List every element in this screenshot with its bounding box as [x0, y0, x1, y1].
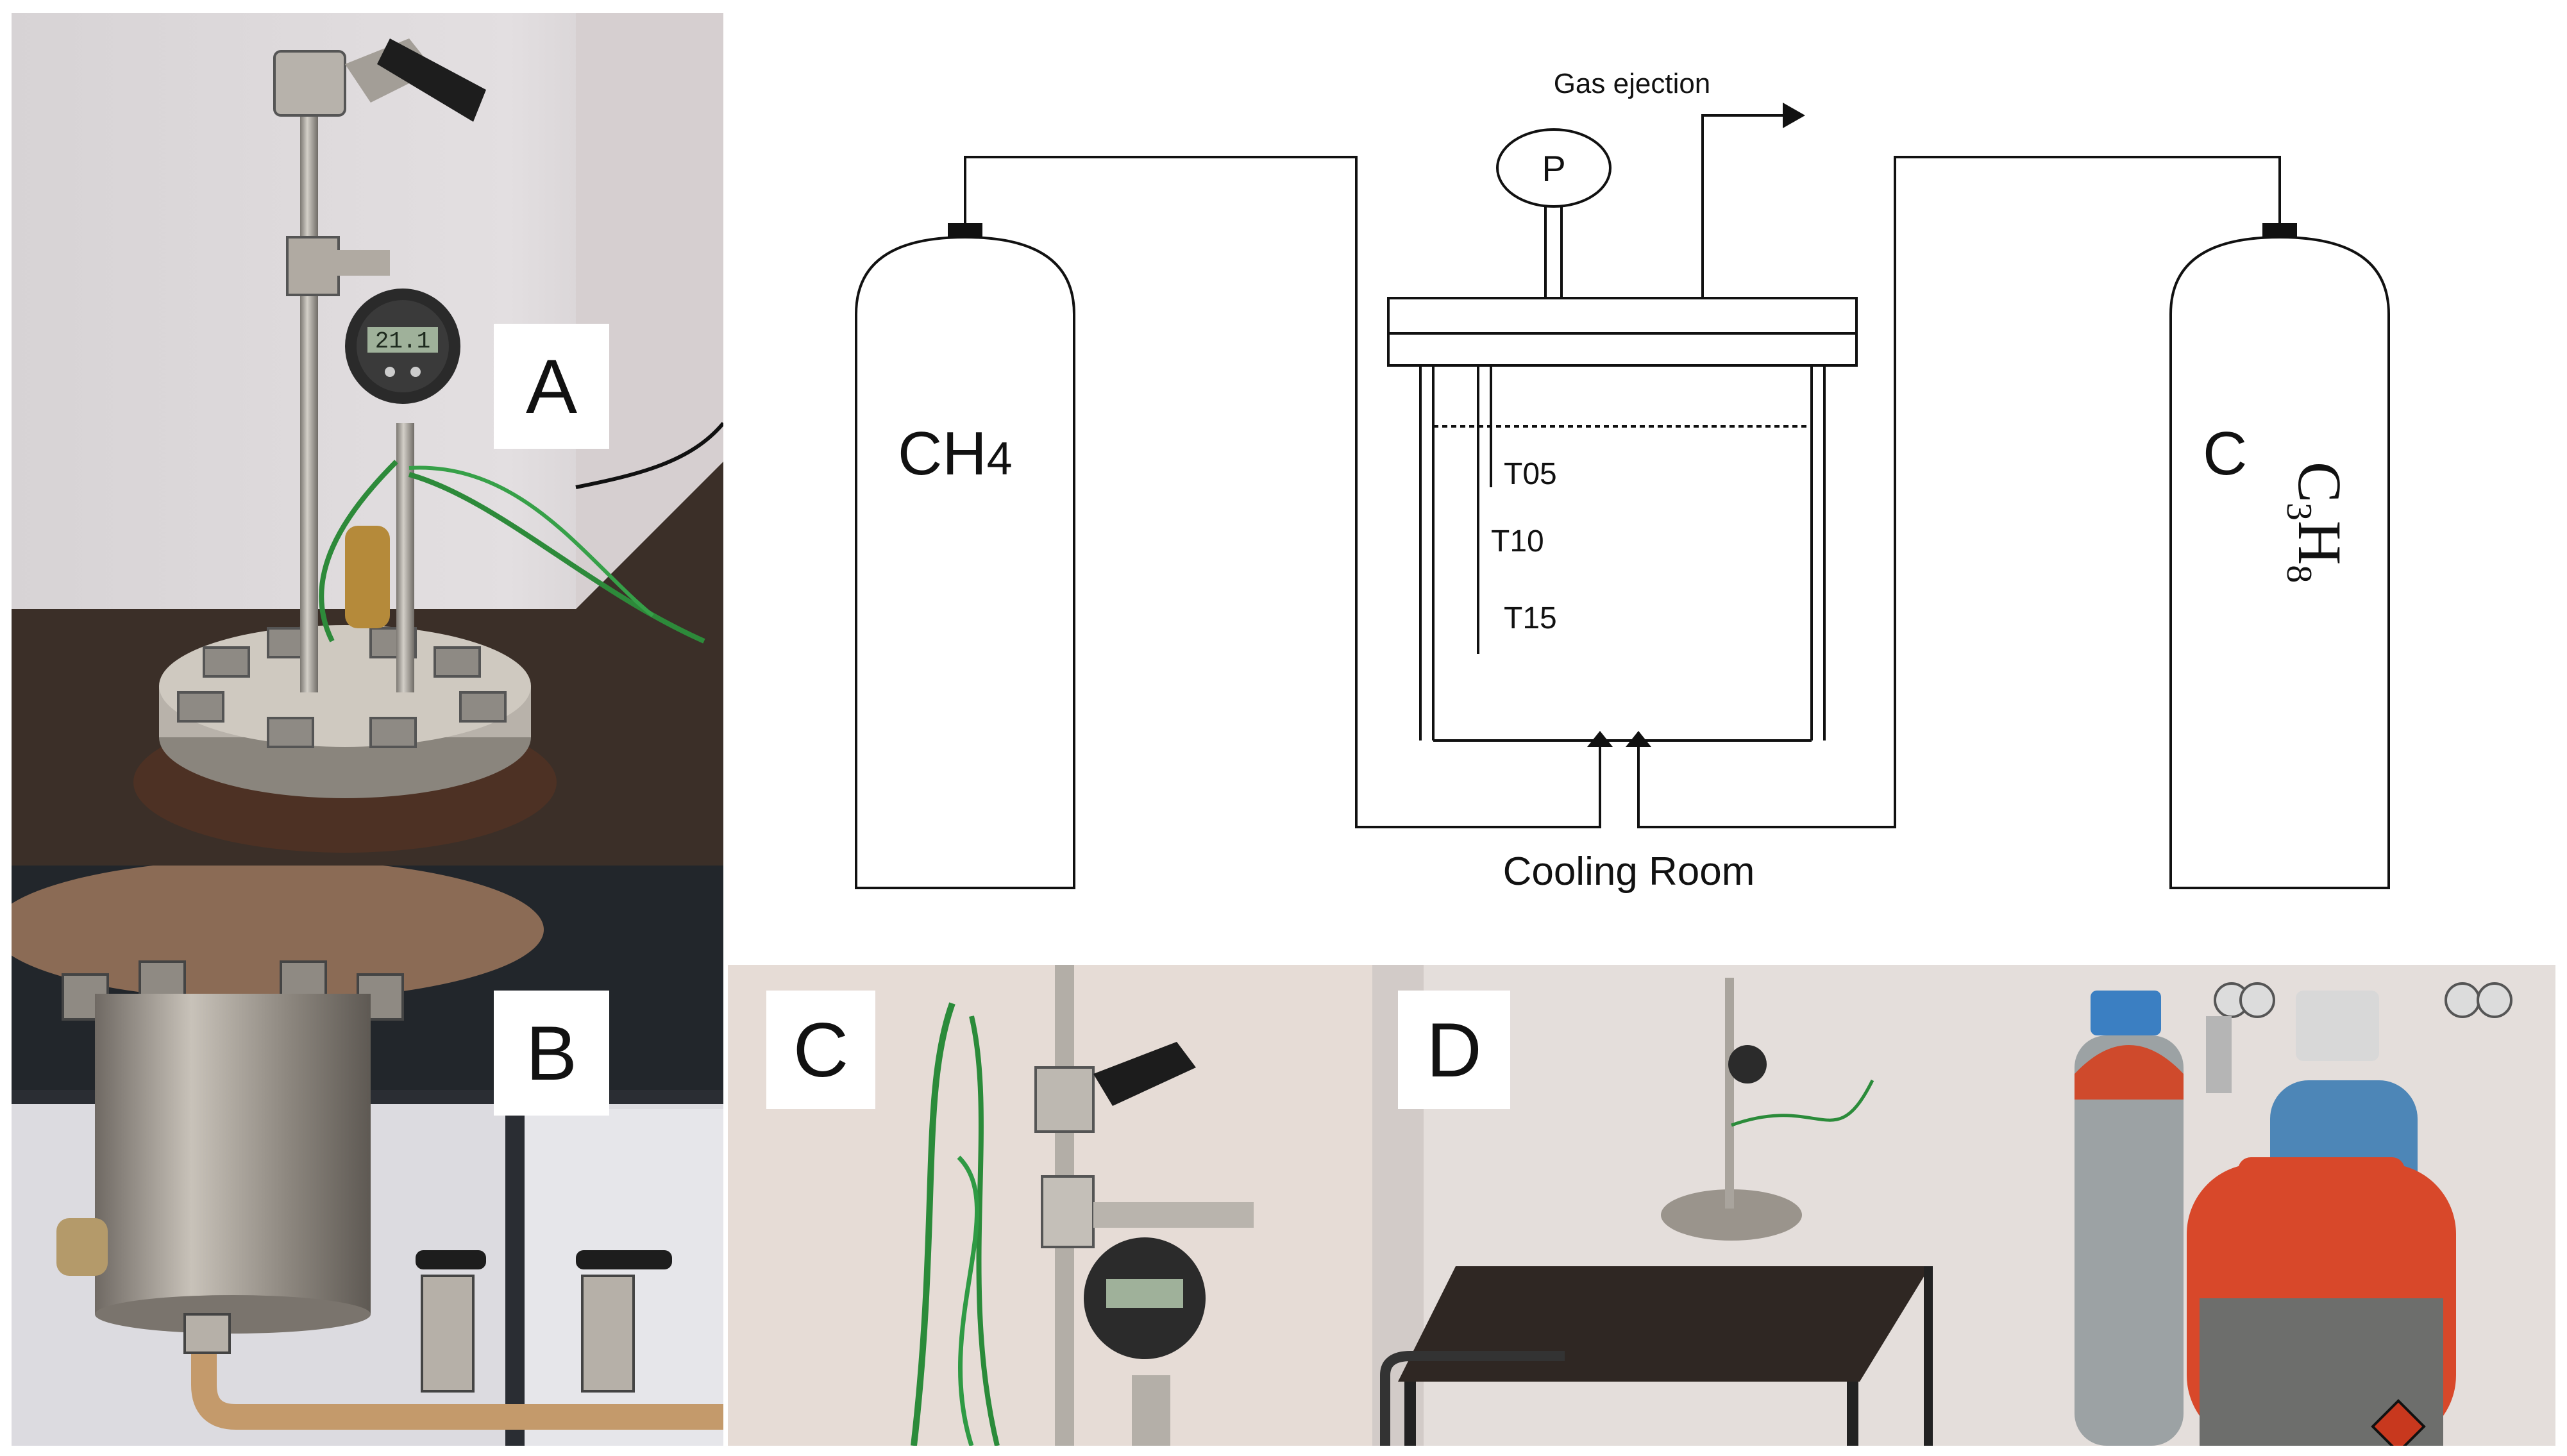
panel-label-d: D: [1398, 991, 1510, 1109]
c3h8-valve: [2262, 223, 2297, 238]
thermocouple-label-t05: T05: [1504, 457, 1557, 491]
photo-panel-d: [1372, 965, 2555, 1446]
c3h8-feed-line: [1637, 156, 2281, 828]
ch4-feed-line: [964, 156, 1601, 828]
reactor-flange-top: [1387, 297, 1858, 335]
panel-label-c: C: [766, 991, 875, 1109]
thermocouple-label-t15: T15: [1504, 601, 1557, 635]
c-label: C: [2203, 419, 2247, 488]
vessel-photo-b: [12, 866, 723, 1446]
pressure-gauge-symbol: [1496, 128, 1612, 208]
cooling-room-label: Cooling Room: [1503, 849, 1755, 894]
c3h8-formula: C3H8: [2279, 462, 2354, 583]
ch4-label: CH4: [898, 419, 1013, 488]
panel-label-b-text: B: [525, 1010, 578, 1096]
ch4-subscript: 4: [987, 433, 1013, 485]
ch4-cylinder: [855, 235, 1075, 889]
c3h8-label: C3H8: [2279, 462, 2354, 583]
reactor-schematic: P Gas ejection Cooling Room T05 T10 T15 …: [728, 13, 2555, 965]
c3h8-cylinder: [2169, 235, 2390, 889]
c3h8-h: H: [2285, 521, 2354, 565]
panel-label-a: A: [494, 324, 609, 449]
ch4-valve: [948, 223, 982, 238]
gas-ejection-label: Gas ejection: [1554, 68, 1711, 99]
panel-label-c-text: C: [793, 1007, 849, 1093]
gauge-reading: 21.1: [375, 328, 430, 355]
panel-label-b: B: [494, 991, 609, 1116]
schematic-drawing: P Gas ejection Cooling Room T05 T10 T15 …: [855, 68, 2390, 894]
gas-ejection-arrow: [1783, 103, 1805, 128]
panel-label-a-text: A: [525, 343, 578, 430]
c3h8-c: C: [2285, 462, 2354, 503]
pressure-label: P: [1542, 148, 1565, 188]
inlet-arrow-left: [1587, 731, 1613, 747]
ch4-main: CH: [898, 419, 987, 488]
gas-ejection-line: [1701, 114, 1783, 298]
setup-photo-d: [1372, 965, 2555, 1446]
panel-label-d-text: D: [1426, 1007, 1482, 1093]
photo-panel-b: [12, 866, 723, 1446]
reactor-flange-bottom: [1387, 332, 1858, 367]
c3h8-sub3: 3: [2279, 503, 2319, 521]
thermocouple-label-t10: T10: [1491, 524, 1544, 558]
reactor-photo-a: 21.1: [12, 13, 723, 866]
photo-panel-a: 21.1: [12, 13, 723, 866]
inlet-arrow-right: [1626, 731, 1651, 747]
c3h8-sub8: 8: [2279, 565, 2319, 583]
